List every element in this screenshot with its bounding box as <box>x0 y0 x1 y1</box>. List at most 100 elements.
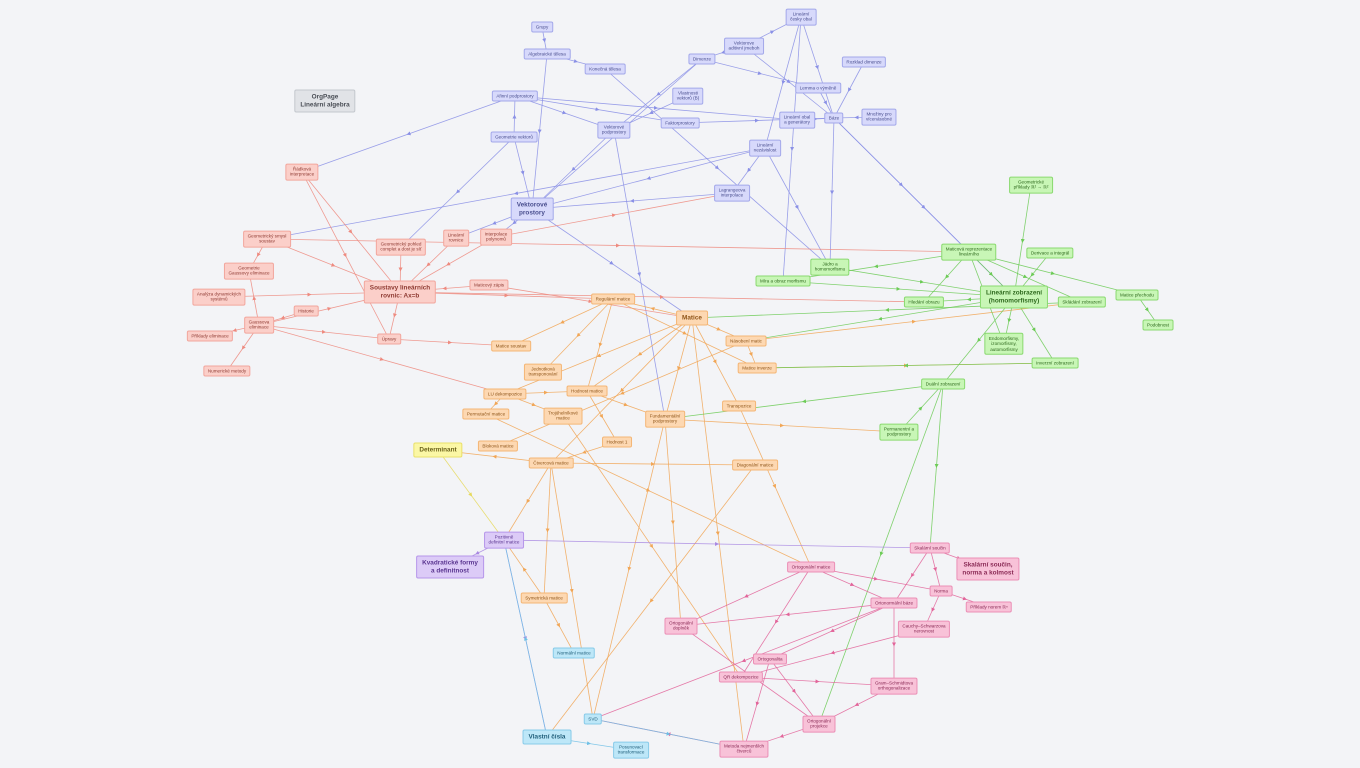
node-pozdefin[interactable]: Pozitivně definitní matice <box>484 531 524 549</box>
node-geomsoust[interactable]: Geometrický smysl soustav <box>243 230 291 248</box>
node-transpozice[interactable]: Transpozice <box>722 400 756 412</box>
node-lingeom[interactable]: Lineární rovnice <box>443 229 469 247</box>
edge-inverzni-inverze <box>756 362 1056 369</box>
node-radkova[interactable]: Řádková interpretace <box>285 163 319 181</box>
node-maticesoust[interactable]: Matice soustav <box>491 340 531 352</box>
node-soustavy[interactable]: Soustavy lineárních rovnic: Ax=b <box>363 280 437 304</box>
node-nejmensi[interactable]: Metoda nejmenších čtverců <box>719 740 769 758</box>
node-normalni[interactable]: Normální matice <box>552 647 596 659</box>
edge-permutacni-ortogmatice <box>485 413 812 568</box>
edge-trojuhel-qr <box>562 415 742 678</box>
node-posunuti[interactable]: Posunovací transformace <box>613 741 649 759</box>
node-permutacni[interactable]: Permutační matice <box>462 408 510 420</box>
node-svd[interactable]: SVD <box>583 713 603 725</box>
node-geomvek[interactable]: Geometrie vektorů <box>490 131 538 143</box>
node-diagonalni[interactable]: Diagonální matice <box>732 459 778 471</box>
node-vekpodp[interactable]: Vektorové podprostory <box>597 121 631 139</box>
node-numerika[interactable]: Numerické metody <box>203 365 251 377</box>
node-kvadraticke[interactable]: Kvadratické formy a definitnost <box>416 555 484 579</box>
node-ctvercova[interactable]: Čtvercová matice <box>528 457 574 469</box>
node-ortogonalita[interactable]: Ortogonalita <box>752 653 788 665</box>
node-skladani[interactable]: Skládání zobrazení <box>1057 296 1107 308</box>
node-ortonorm[interactable]: Ortonormální báze <box>870 597 918 609</box>
node-derivace[interactable]: Derivace a integrál <box>1026 247 1074 259</box>
node-priklady[interactable]: Příklady eliminace <box>186 330 234 342</box>
edge-matice-transpozice <box>691 317 740 407</box>
node-orgpage[interactable]: OrgPage Lineární algebra <box>294 89 356 113</box>
node-historie[interactable]: Historie <box>293 305 319 317</box>
node-skalarnibig[interactable]: Skalární součin, norma a kolmost <box>956 557 1020 581</box>
node-lemma[interactable]: Lemma o výměně <box>795 82 841 94</box>
node-bazedim[interactable]: Rozklad dimenze <box>841 56 887 68</box>
node-interpol[interactable]: Interpolace polynomů <box>480 228 512 246</box>
node-vlastni[interactable]: Vlastní čísla <box>522 729 572 745</box>
node-skalarni[interactable]: Skalární součin <box>909 542 951 554</box>
node-lagrange[interactable]: Lagrangeova interpolace <box>714 184 750 202</box>
node-upravy[interactable]: Úpravy <box>377 333 401 345</box>
node-vlastnostbaz[interactable]: Vlastnosti vektorů (B) <box>672 87 704 105</box>
node-endomorf[interactable]: Endomorfismy, izomorfismy, automorfismy <box>984 332 1024 356</box>
node-mnoziny[interactable]: Množiny pro vícenásobné <box>861 108 897 126</box>
node-fundamentalni[interactable]: Fundamentální podprostory <box>645 410 685 428</box>
node-norma[interactable]: Norma <box>929 585 953 597</box>
node-analyza[interactable]: Analýza dynamických systémů <box>192 288 246 306</box>
node-lu[interactable]: LU dekompozice <box>483 388 527 400</box>
node-hledani[interactable]: Hledání obrazu <box>903 296 945 308</box>
edge-hodnost-hodnost1 <box>586 390 618 443</box>
edge-baze-jadro <box>829 117 835 268</box>
node-dimenze[interactable]: Dimenze <box>688 53 716 65</box>
node-faktor[interactable]: Faktorprostory <box>660 117 700 129</box>
node-geominterp[interactable]: Geometrický pohled complet a dost je síť <box>375 238 427 256</box>
node-cauchy[interactable]: Cauchy–Schwarzova nerovnost <box>897 620 951 638</box>
node-prikladynorem[interactable]: Příklady norem ℝⁿ <box>965 601 1013 613</box>
node-linobal[interactable]: Lineární obal a generátory <box>779 111 815 129</box>
node-trojuhel[interactable]: Trojúhelníkové matice <box>543 407 583 425</box>
edge-ortonorm-svd <box>592 602 895 720</box>
node-matice[interactable]: Matice <box>676 310 708 326</box>
node-baze[interactable]: Báze <box>824 112 844 124</box>
edge-ortogmatice-ortogdopl <box>680 566 812 627</box>
node-grupy[interactable]: Grupy <box>531 21 553 33</box>
edge-dualni-skalarni <box>929 383 944 549</box>
node-hodnost1[interactable]: Hodnost 1 <box>602 436 632 448</box>
node-gauss[interactable]: Gaussova eliminace <box>244 316 274 334</box>
node-regularni[interactable]: Regulární matice <box>591 293 635 305</box>
node-linzobr[interactable]: Lineární zobrazení (homomorfismy) <box>979 285 1049 309</box>
node-vektorve[interactable]: Vektorove aditivní jmeboh <box>724 37 764 55</box>
node-matpre[interactable]: Matice přechodu <box>1115 289 1159 301</box>
node-hodnost[interactable]: Hodnost matice <box>566 385 608 397</box>
node-linearni[interactable]: Lineární česky obal <box>785 8 817 26</box>
node-konecna[interactable]: Konečná tělesa <box>584 63 626 75</box>
node-ortogproj[interactable]: Ortogonální projekce <box>802 715 836 733</box>
node-jednotkova[interactable]: Jednotková transponování <box>523 363 563 381</box>
edge-geomsoust-maticovareprez <box>266 238 970 253</box>
node-linnezav[interactable]: Lineární nezávislost <box>749 139 781 157</box>
edge-ortogonalita-ortogproj <box>769 658 820 725</box>
edge-linnezav-geomsoust <box>266 147 766 240</box>
node-permanentni[interactable]: Permanentní a podprostory <box>879 423 919 441</box>
node-vektprost[interactable]: Vektorové prostory <box>510 197 554 221</box>
node-geomgaus[interactable]: Geometrie Gaussovy eliminace <box>223 262 275 280</box>
node-afinni[interactable]: Afinní podprostory <box>491 90 539 102</box>
node-podobnost[interactable]: Podobnost <box>1142 319 1174 331</box>
edge-linearni-baze <box>800 16 835 119</box>
node-inverze[interactable]: Matice inverze <box>737 362 777 374</box>
edge-matice-fundamentalni <box>664 317 693 420</box>
node-ortogmatice[interactable]: Ortogonální matice <box>787 561 835 573</box>
node-inverzni[interactable]: Inverzní zobrazení <box>1031 357 1079 369</box>
node-blokova[interactable]: Bloková matice <box>477 440 519 452</box>
node-jadro[interactable]: Jádro a homomorfismu <box>810 258 850 276</box>
node-dualni[interactable]: Duální zobrazení <box>921 378 965 390</box>
edge-diagonalni-vlastni <box>546 464 756 738</box>
node-symetricka[interactable]: Symetrická matice <box>520 592 568 604</box>
node-gram[interactable]: Gram–Schmidtova orthogonalizace <box>870 677 918 695</box>
node-maticovyzapis[interactable]: Maticový zápis <box>469 279 509 291</box>
node-geomprik[interactable]: Geometrické příklady ℝ² → ℝ² <box>1009 176 1053 194</box>
node-ortogdopl[interactable]: Ortogonální doplněk <box>664 617 698 635</box>
node-qr[interactable]: QR dekompozice <box>718 671 764 683</box>
node-maticovareprez[interactable]: Maticová reprezentace lineárního <box>941 243 997 261</box>
node-mira[interactable]: Míra a obraz morfismu <box>755 275 811 287</box>
node-nasobeni[interactable]: Násobení matic <box>725 335 767 347</box>
node-determinant[interactable]: Determinant <box>413 442 463 458</box>
node-algtelesa[interactable]: Algebraické tělesa <box>523 48 571 60</box>
